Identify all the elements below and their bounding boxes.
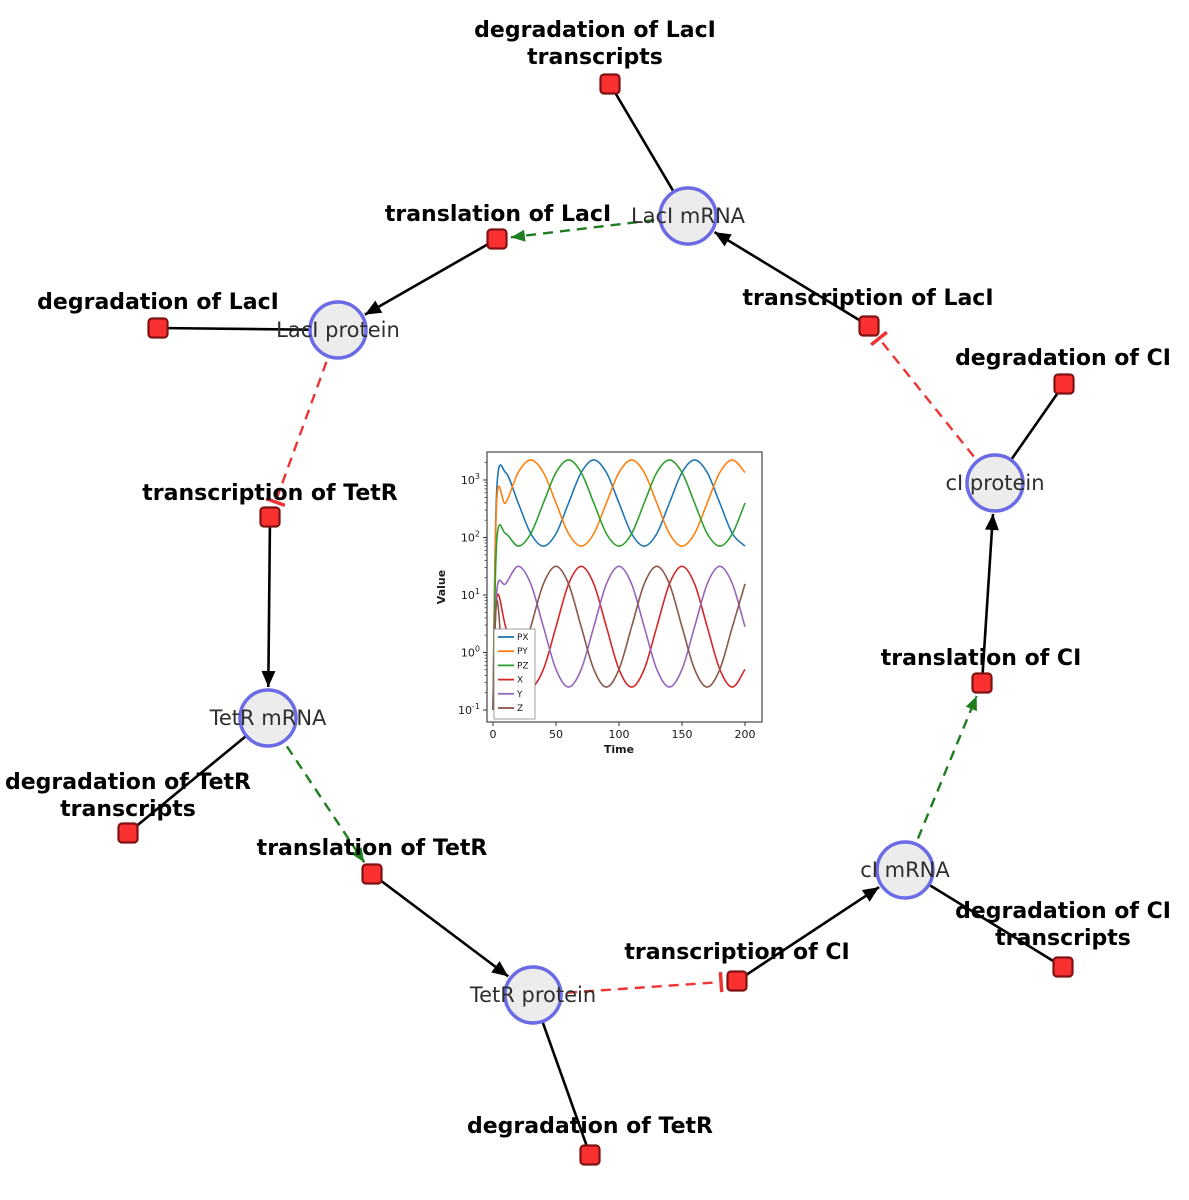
reaction-label-translation-ci: translation of CI — [881, 646, 1082, 671]
legend-label-X: X — [517, 676, 523, 686]
species-node-laci-protein[interactable] — [308, 300, 368, 360]
species-label-laci-mrna: LacI mRNA — [631, 204, 746, 228]
y-tick-label: 103 — [461, 472, 480, 487]
species-label-ci-mrna: cI mRNA — [860, 858, 950, 882]
x-tick-label: 0 — [490, 728, 497, 741]
chart-series-PX — [492, 459, 746, 711]
reaction-label-deg-laci: degradation of LacI — [37, 290, 279, 315]
x-tick-label: 200 — [735, 728, 756, 741]
chart-series-PZ — [492, 459, 746, 711]
chart-plot-area — [486, 451, 763, 723]
edge-transcription-laci-laci-mrna — [713, 230, 870, 328]
reaction-node-transcription-laci[interactable] — [858, 315, 880, 337]
legend-label-Z: Z — [517, 704, 523, 714]
species-node-tetr-mrna[interactable] — [238, 688, 298, 748]
chart-series-PY — [492, 459, 746, 711]
species-label-tetr-protein: TetR protein — [469, 983, 596, 1007]
edge-ci-mrna-translation-ci — [903, 695, 978, 871]
y-tick-label: 100 — [461, 645, 480, 660]
edge-laci-protein-transcription-tetr — [265, 329, 340, 508]
edge-transcription-ci-ci-mrna — [736, 886, 880, 983]
species-node-tetr-protein[interactable] — [503, 965, 563, 1025]
species-node-laci-mrna[interactable] — [658, 186, 718, 246]
x-tick-label: 50 — [549, 728, 563, 741]
reaction-node-translation-tetr[interactable] — [361, 863, 383, 885]
legend-label-PZ: PZ — [517, 661, 529, 671]
species-label-tetr-mrna: TetR mRNA — [209, 706, 327, 730]
species-node-ci-protein[interactable] — [965, 453, 1025, 513]
y-tick-label: 101 — [461, 587, 480, 602]
reaction-node-translation-laci[interactable] — [486, 228, 508, 250]
chart-legend: PX PY PZ XYZ — [493, 628, 536, 720]
reaction-label-transcription-tetr: transcription of TetR — [142, 481, 398, 506]
edge-tetr-mrna-translation-tetr — [267, 717, 366, 864]
reaction-node-deg-tetr[interactable] — [579, 1144, 601, 1166]
edge-tetr-mrna-deg-tetr-transcripts — [127, 716, 269, 835]
edge-translation-ci-ci-protein — [980, 513, 999, 684]
edge-tetr-protein-transcription-ci — [532, 971, 724, 997]
nodes-layer — [117, 73, 1075, 1166]
edge-translation-tetr-tetr-protein — [371, 872, 509, 978]
edge-translation-laci-laci-protein — [364, 237, 498, 316]
reaction-node-deg-ci-transcripts[interactable] — [1052, 956, 1074, 978]
reaction-node-deg-tetr-transcripts[interactable] — [117, 822, 139, 844]
species-label-ci-protein: cI protein — [945, 471, 1044, 495]
species-node-ci-mrna[interactable] — [875, 840, 935, 900]
edge-laci-mrna-translation-laci — [510, 214, 689, 242]
y-tick-label: 10-1 — [458, 702, 480, 717]
legend-label-PY: PY — [517, 647, 528, 657]
edge-transcription-tetr-tetr-mrna — [261, 516, 276, 688]
reaction-node-deg-laci[interactable] — [147, 317, 169, 339]
reaction-label-transcription-laci: transcription of LacI — [742, 286, 993, 311]
y-tick-label: 102 — [461, 530, 480, 545]
reaction-node-deg-laci-transcripts[interactable] — [599, 73, 621, 95]
reaction-label-translation-tetr: translation of TetR — [257, 836, 488, 861]
reaction-node-transcription-ci[interactable] — [726, 970, 748, 992]
reaction-label-deg-tetr: degradation of TetR — [467, 1114, 713, 1139]
reaction-node-deg-ci[interactable] — [1053, 373, 1075, 395]
legend-box — [493, 628, 536, 720]
reaction-label-translation-laci: translation of LacI — [385, 202, 611, 227]
chart-y-axis-label: Value — [435, 570, 448, 604]
species-label-laci-protein: LacI protein — [276, 318, 400, 342]
edge-laci-protein-deg-laci — [157, 326, 339, 332]
x-tick-label: 100 — [609, 728, 630, 741]
x-tick-label: 150 — [672, 728, 693, 741]
legend-label-Y: Y — [516, 690, 523, 700]
reaction-label-deg-ci: degradation of CI — [955, 346, 1171, 371]
reaction-node-transcription-tetr[interactable] — [259, 506, 281, 528]
chart-series-Y — [492, 565, 746, 711]
edge-ci-mrna-deg-ci-transcripts — [904, 868, 1064, 969]
reaction-node-translation-ci[interactable] — [971, 672, 993, 694]
reaction-label-transcription-ci: transcription of CI — [624, 940, 849, 965]
chart-x-axis-label: Time — [604, 743, 634, 756]
edge-ci-protein-transcription-laci — [870, 330, 996, 484]
legend-label-PX: PX — [517, 633, 529, 643]
